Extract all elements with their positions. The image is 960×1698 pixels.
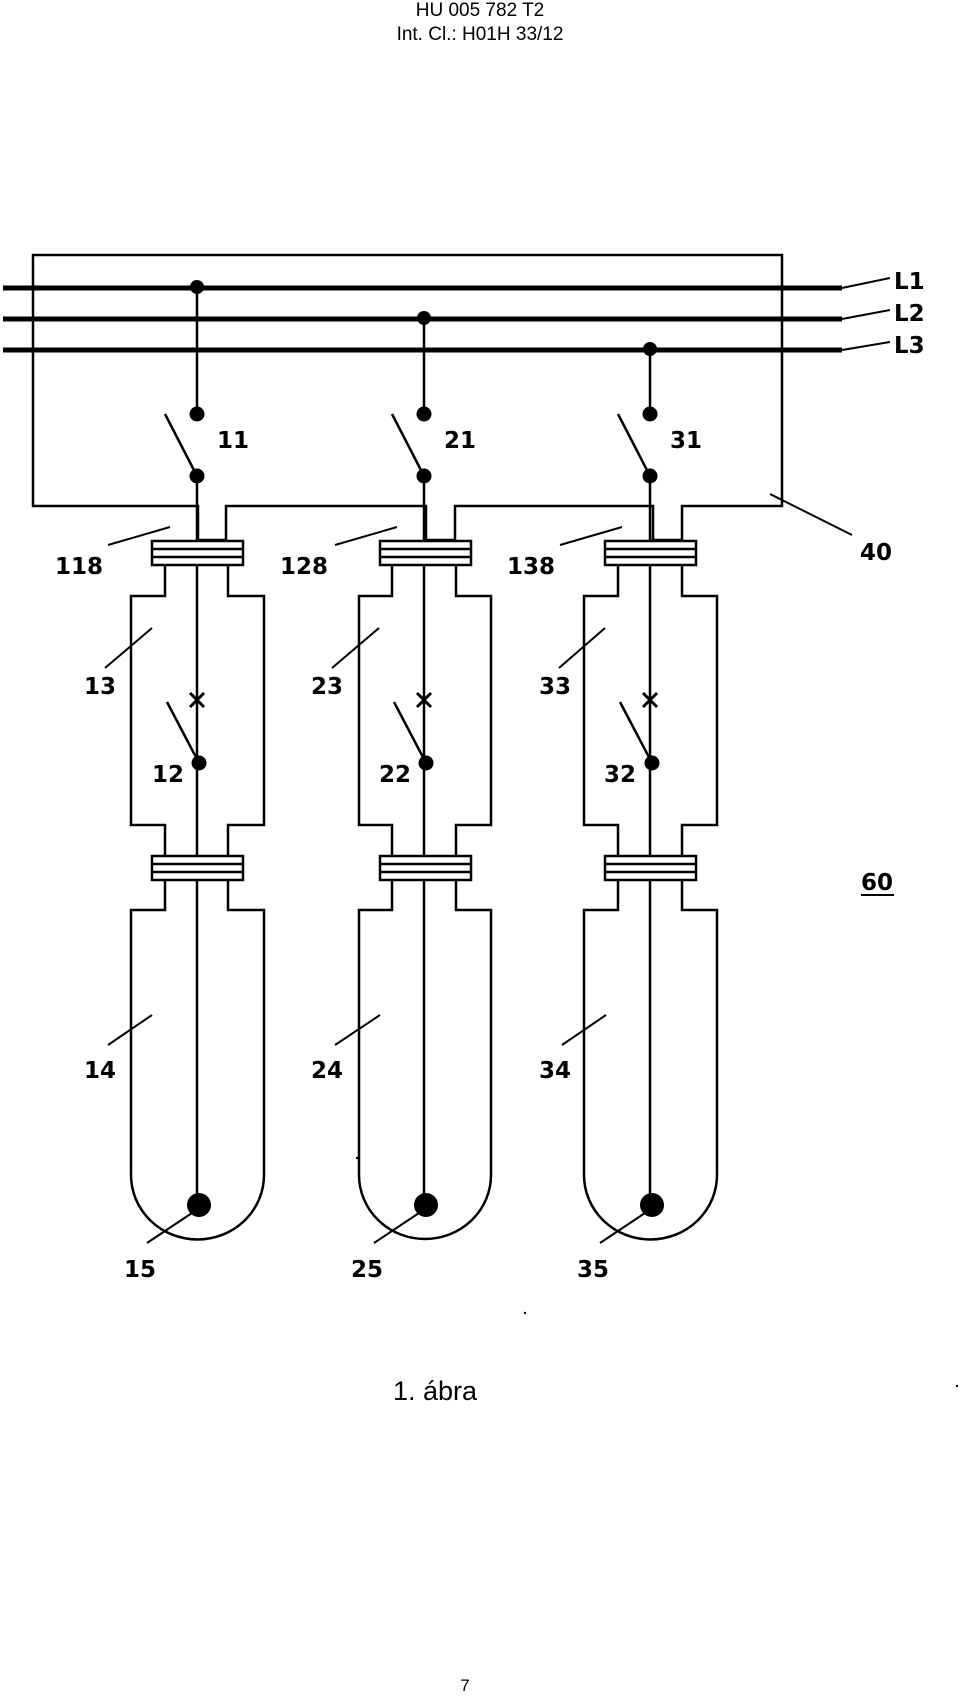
switch-fixed-contact (642, 406, 658, 422)
enclosure-outline (31, 253, 784, 542)
bushing-label: 118 (55, 554, 103, 580)
figure-caption: 1. ábra (392, 1376, 478, 1406)
bus-junction (190, 280, 204, 294)
vessel-label: 14 (84, 1058, 116, 1084)
vessel-label: 24 (311, 1058, 343, 1084)
chamber-label: 23 (311, 674, 343, 700)
bushing-label: 128 (280, 554, 328, 580)
contact-blade (392, 701, 428, 764)
scan-speck (523, 1311, 527, 1315)
contact-label: 12 (152, 762, 184, 788)
column-1: 11 118 13 12 14 15 (55, 280, 266, 1283)
electrode-label: 35 (577, 1257, 609, 1283)
scan-speck (355, 1156, 359, 1160)
switch-blade (163, 413, 199, 477)
vessel-outline (357, 880, 493, 1241)
chamber-outline (129, 565, 266, 855)
phase-label-l2: L2 (894, 301, 925, 327)
chamber-label: 33 (539, 674, 571, 700)
switch-blade (616, 413, 652, 477)
bushing-lower (150, 854, 245, 882)
leader-l1 (841, 277, 891, 289)
electrode-label: 15 (124, 1257, 156, 1283)
vessel-label: 34 (539, 1058, 571, 1084)
chamber-label: 13 (84, 674, 116, 700)
phase-label-l3: L3 (894, 333, 925, 359)
switch-fixed-contact (189, 406, 205, 422)
electrode-label: 25 (351, 1257, 383, 1283)
contact-blade (618, 701, 654, 764)
bushing-upper (603, 539, 698, 567)
phase-label-l1: L1 (894, 269, 925, 295)
switch-label: 21 (444, 428, 476, 454)
contact-blade (165, 701, 201, 764)
contact-label: 32 (604, 762, 636, 788)
column-2: 21 128 23 22 24 25 (280, 311, 493, 1283)
bushing-upper (150, 539, 245, 567)
classification: Int. Cl.: H01H 33/12 (396, 24, 564, 45)
switch-label: 11 (217, 428, 249, 454)
bushing-label: 138 (507, 554, 555, 580)
leader-l3 (841, 341, 891, 351)
contact-label: 22 (379, 762, 411, 788)
switch-label: 31 (670, 428, 702, 454)
vessel-outline (582, 880, 719, 1241)
chamber-outline (357, 565, 493, 855)
switch-blade (390, 413, 426, 477)
vessel-outline (129, 880, 266, 1241)
page-number: 7 (460, 1676, 470, 1695)
leader-40 (769, 493, 853, 536)
figure-reference: 60 (861, 870, 893, 896)
document-number: HU 005 782 T2 (415, 0, 545, 21)
bushing-lower (378, 854, 473, 882)
electrode-dot (187, 1193, 211, 1217)
column-3: 31 138 33 32 34 35 (507, 342, 719, 1283)
scan-speck (955, 1384, 959, 1388)
bushing-lower (603, 854, 698, 882)
bus-junction (417, 311, 431, 325)
enclosure-label: 40 (860, 540, 892, 566)
chamber-outline (582, 565, 719, 855)
bus-junction (643, 342, 657, 356)
electrode-dot (640, 1193, 664, 1217)
bushing-upper (378, 539, 473, 567)
leader-l2 (841, 309, 891, 320)
electrode-dot (414, 1193, 438, 1217)
switch-fixed-contact (416, 406, 432, 422)
